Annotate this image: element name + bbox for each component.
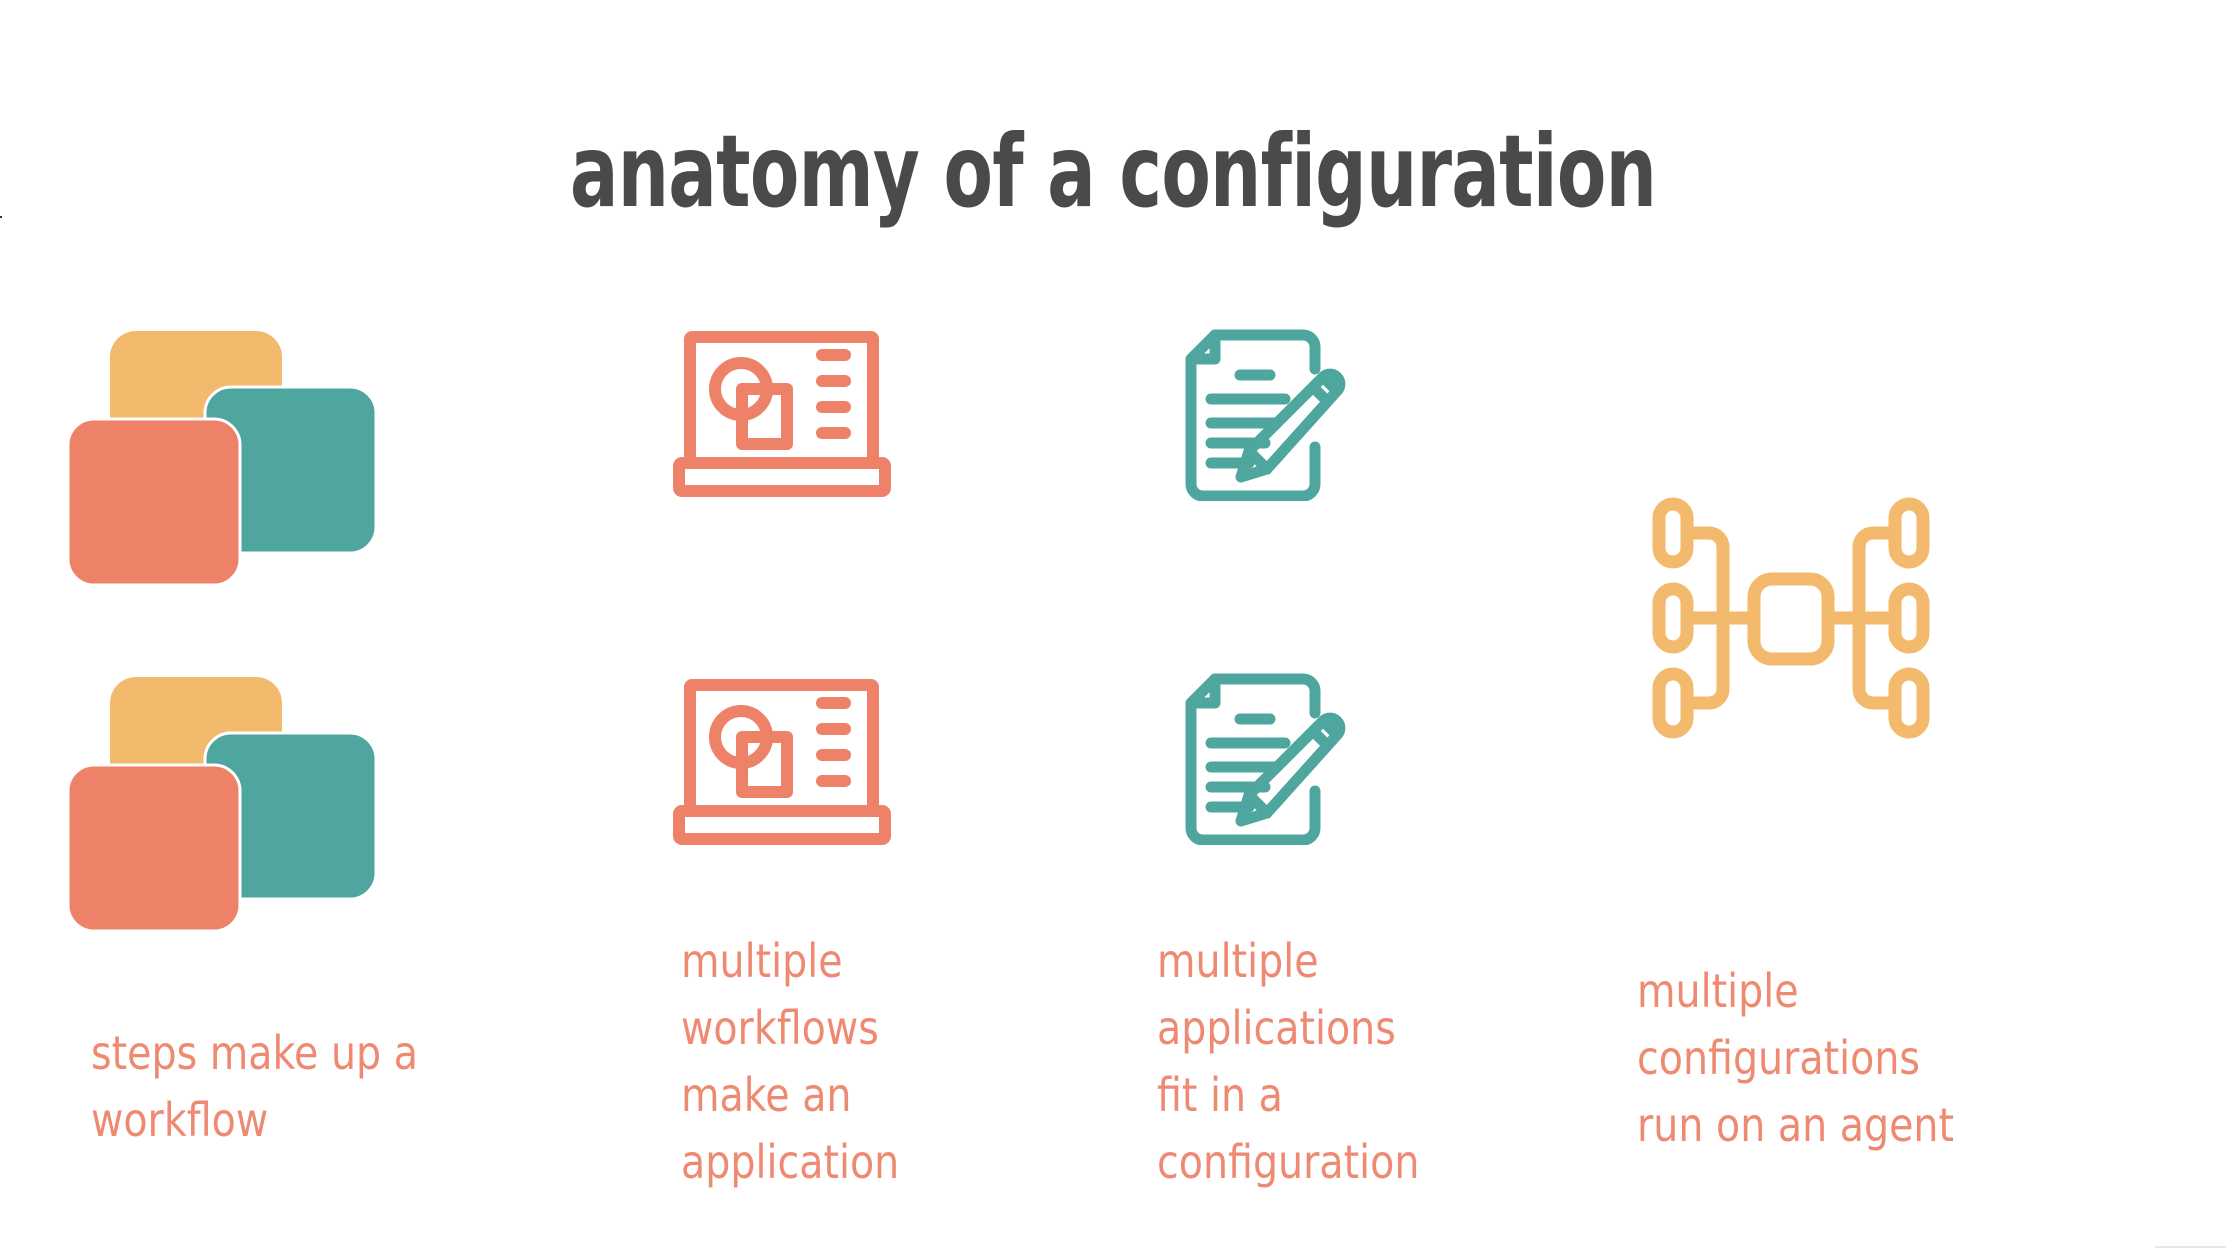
document-pencil-icon <box>1185 673 1346 845</box>
stacked-squares-icon <box>68 331 378 587</box>
label-steps-workflow: steps make up a workflow <box>91 1026 418 1147</box>
network-hub-icon <box>1652 497 1930 739</box>
edge-mark <box>0 216 2 218</box>
label-workflows-application: multiple workflows make an application <box>681 934 900 1189</box>
label-configurations-agent: multiple configurations run on an agent <box>1637 964 1955 1152</box>
laptop-design-icon <box>673 331 891 497</box>
laptop-design-icon <box>673 679 891 845</box>
stacked-squares-icon <box>68 677 378 933</box>
document-pencil-icon <box>1185 329 1346 501</box>
corner-divider <box>2155 1246 2226 1248</box>
slide-title: anatomy of a configuration <box>569 113 1657 230</box>
label-applications-configuration: multiple applications fit in a configura… <box>1157 934 1420 1189</box>
